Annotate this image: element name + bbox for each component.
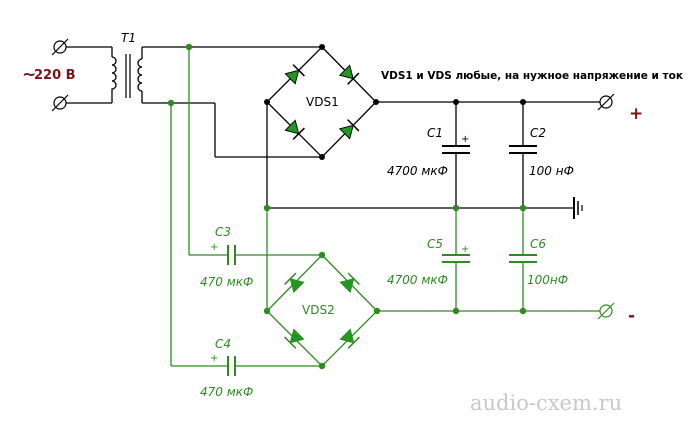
capacitor-c4-value: 470 мкФ [200, 385, 253, 399]
input-terminal-top [51, 38, 69, 56]
capacitor-c1-value: 4700 мкФ [387, 164, 448, 178]
capacitor-c1-label: C1 [427, 126, 443, 140]
junction-dots [167, 43, 527, 370]
capacitor-c3-value: 470 мкФ [200, 275, 253, 289]
ground-icon [573, 197, 583, 219]
diode [284, 272, 305, 294]
watermark: audio-cxem.ru [470, 391, 622, 415]
diode [284, 64, 305, 85]
diode [284, 119, 305, 140]
diode [339, 272, 360, 294]
capacitor-c5-value: 4700 мкФ [387, 273, 448, 287]
capacitor-c3-label: C3 [215, 225, 231, 239]
capacitor-c6-label: C6 [530, 237, 546, 251]
capacitor-c4-plus: + [210, 353, 218, 364]
input-voltage: 220 В [34, 68, 76, 83]
bridge-note: VDS1 и VDS любые, на нужное напряжение и… [381, 70, 683, 82]
transformer-label: T1 [121, 31, 136, 45]
diode [284, 328, 305, 349]
output-terminal-negative [597, 302, 615, 320]
input-tilde: ~ [22, 65, 36, 85]
capacitor-c5-label: C5 [427, 237, 443, 251]
capacitor-c3-plus: + [210, 242, 218, 253]
output-terminal-positive [597, 93, 615, 111]
capacitor-c6-value: 100нФ [527, 273, 568, 287]
bridge-vds2-label: VDS2 [302, 303, 335, 317]
capacitor-c2-label: C2 [530, 126, 546, 140]
transformer-t1 [111, 54, 143, 98]
positive-label: + [629, 104, 643, 124]
capacitor-c5-plus: + [461, 244, 469, 255]
capacitor-c1-plus: + [461, 134, 469, 145]
input-terminal-bottom [51, 94, 69, 112]
diode [339, 328, 360, 349]
bridge-vds1 [266, 46, 377, 158]
negative-label: - [628, 306, 635, 326]
diode [338, 119, 360, 140]
bridge-vds1-label: VDS1 [306, 95, 339, 109]
capacitor-c2-value: 100 нФ [529, 164, 574, 178]
capacitor-c4-label: C4 [215, 337, 231, 351]
diode [338, 64, 360, 85]
